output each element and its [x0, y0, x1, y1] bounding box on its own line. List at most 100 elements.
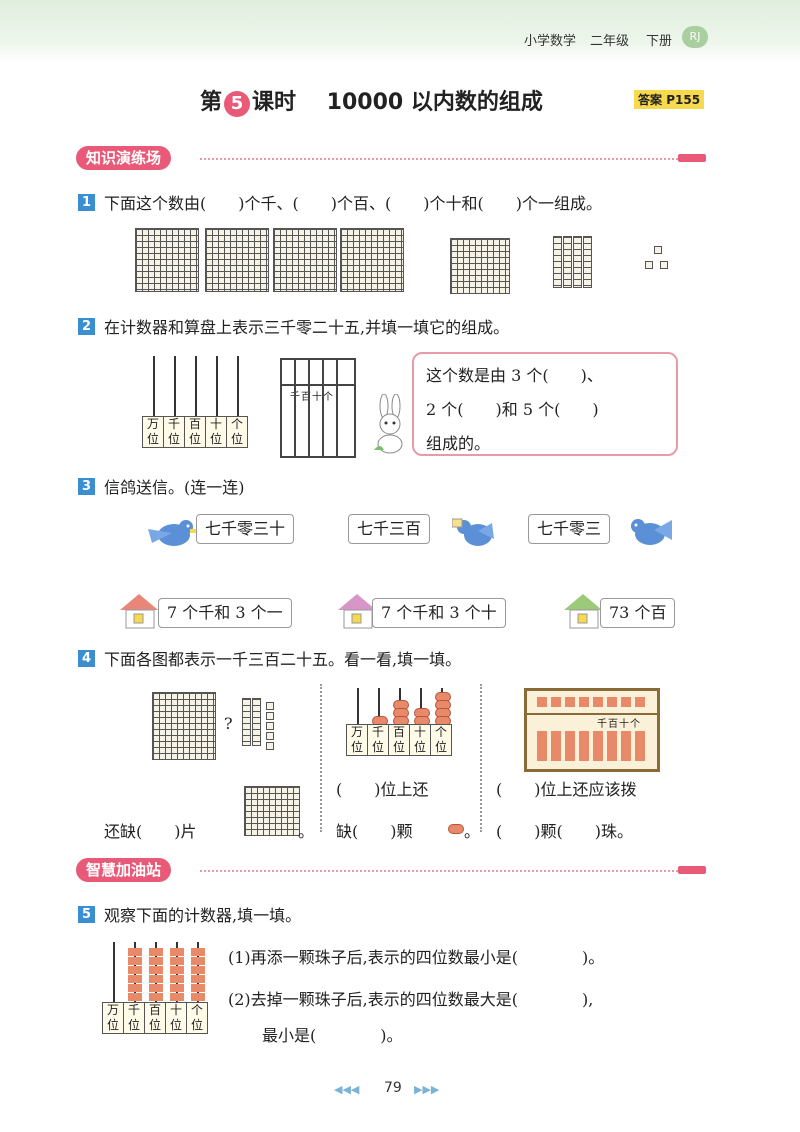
place-label: 个位 [190, 1003, 203, 1032]
bubble-line-1: 这个数是由 3 个( )、 [426, 366, 603, 385]
counter-rod [153, 356, 155, 418]
counter-rod [357, 688, 359, 730]
section-practice: 知识演练场 [76, 146, 172, 170]
counter-rod [195, 356, 197, 418]
hundred-flat-icon [450, 238, 510, 294]
house-tag[interactable]: 7 个千和 3 个一 [158, 598, 292, 628]
place-label: 百位 [389, 725, 410, 755]
counter-rod [237, 356, 239, 418]
lower-beads [537, 731, 647, 761]
counter-q5: 万位 千位 百位 十位 个位 [100, 942, 210, 1042]
letter-tag[interactable]: 七千零三 [528, 514, 611, 544]
book-name: 小学数学 [524, 34, 577, 49]
answer-ref: 答案 P155 [634, 90, 705, 109]
unit-cube-icon [266, 732, 274, 740]
house-icon [118, 590, 160, 630]
thousand-cube-icon [205, 228, 269, 292]
abacus-rod [336, 360, 338, 456]
abacus-labels: 千百十个 [597, 719, 641, 730]
ten-rod-icon [252, 698, 261, 746]
page-number: 79 [384, 1080, 402, 1096]
place-label: 千位 [124, 1003, 145, 1033]
counter-rod [378, 688, 380, 730]
place-label: 万位 [103, 1003, 124, 1033]
pigeon-icon [451, 513, 496, 553]
ten-rod-icon [242, 698, 251, 746]
q4-part2-end: 。 [464, 822, 481, 841]
abacus-rod [322, 360, 324, 456]
unit-cube-icon [654, 246, 662, 254]
bead-stack [128, 948, 142, 1002]
divider [320, 684, 322, 832]
bubble-line-2: 2 个( )和 5 个( ) [426, 400, 599, 419]
unit-cube-icon [266, 722, 274, 730]
prev-arrows: ◀◀◀ [334, 1083, 360, 1096]
rabbit-icon [372, 393, 408, 454]
house-tag[interactable]: 73 个百 [600, 598, 676, 628]
title-topic: 10000 以内数的组成 [326, 90, 543, 115]
edition-badge: RJ [682, 26, 708, 48]
bubble-line-3: 组成的。 [426, 434, 491, 453]
place-label: 万位 [143, 417, 164, 447]
counter-rod [216, 356, 218, 418]
place-label: 十位 [410, 725, 431, 755]
question-mark: ? [224, 714, 233, 733]
ten-rod-icon [563, 236, 572, 288]
q4-part2-line1: ( )位上还 [336, 780, 429, 799]
counter-q4: 万位 千位 百位 十位 个位 [344, 684, 454, 764]
bead-stack [170, 948, 184, 1002]
section-challenge: 智慧加油站 [76, 858, 172, 882]
volume-label: 下册 [646, 34, 673, 49]
q1-text: 下面这个数由( )个千、( )个百、( )个十和( )个一组成。 [104, 194, 602, 213]
place-label: 百位 [185, 417, 206, 447]
letter-tag[interactable]: 七千零三十 [196, 514, 295, 544]
place-label: 百位 [145, 1003, 166, 1033]
counter-base: 万位 千位 百位 十位 个位 [346, 724, 452, 756]
counter-base: 万位 千位 百位 十位 个位 [142, 416, 248, 448]
q5-sub1: (1)再添一颗珠子后,表示的四位数最小是( )。 [228, 948, 605, 967]
place-label: 十位 [166, 1003, 187, 1033]
thousand-cube-icon [340, 228, 404, 292]
bead-stack [149, 948, 163, 1002]
abacus-labels: 千百十个 [290, 392, 334, 403]
q4-part2-line2: 缺( )颗 [336, 822, 413, 841]
hundred-flat-icon [244, 786, 300, 836]
thousand-cube-icon [135, 228, 199, 292]
place-label: 万位 [347, 725, 368, 755]
q5-number: 5 [78, 906, 95, 923]
lesson-number: 5 [224, 91, 251, 117]
counter-q2: 万位 千位 百位 十位 个位 [140, 356, 250, 456]
q5-text: 观察下面的计数器,填一填。 [104, 906, 302, 925]
house-tag[interactable]: 7 个千和 3 个十 [372, 598, 506, 628]
q4-number: 4 [78, 650, 95, 667]
abacus-rod [308, 360, 310, 456]
pigeon-icon [144, 515, 196, 551]
q4-part3-line2: ( )颗( )珠。 [496, 822, 633, 841]
header-band [0, 0, 800, 62]
title-prefix: 第 [200, 90, 223, 115]
divider [480, 684, 482, 832]
bead-stack [191, 948, 205, 1002]
abacus-q2: 千百十个 [280, 358, 356, 458]
unit-cube-icon [660, 261, 668, 269]
counter-rod [113, 942, 115, 1004]
unit-cube-icon [645, 261, 653, 269]
speech-bubble: 这个数是由 3 个( )、 2 个( )和 5 个( ) 组成的。 [412, 352, 678, 456]
section-divider [200, 870, 678, 872]
counter-rod [174, 356, 176, 418]
q5-sub2: (2)去掉一颗珠子后,表示的四位数最大是( ), [228, 990, 594, 1009]
place-label: 千位 [164, 417, 185, 447]
unit-cube-icon [266, 712, 274, 720]
q2-number: 2 [78, 318, 95, 335]
answer-page: P155 [666, 93, 701, 107]
house-icon [336, 590, 378, 630]
section-divider [200, 158, 678, 160]
letter-tag[interactable]: 七千三百 [348, 514, 431, 544]
q4-part1-end: 。 [298, 822, 315, 841]
abacus-beam [282, 384, 354, 386]
counter-base: 万位 千位 百位 十位 个位 [102, 1002, 208, 1034]
q4-text: 下面各图都表示一千三百二十五。看一看,填一填。 [104, 650, 462, 669]
abacus-q4: 千百十个 [524, 688, 660, 772]
unit-cube-icon [266, 742, 274, 750]
